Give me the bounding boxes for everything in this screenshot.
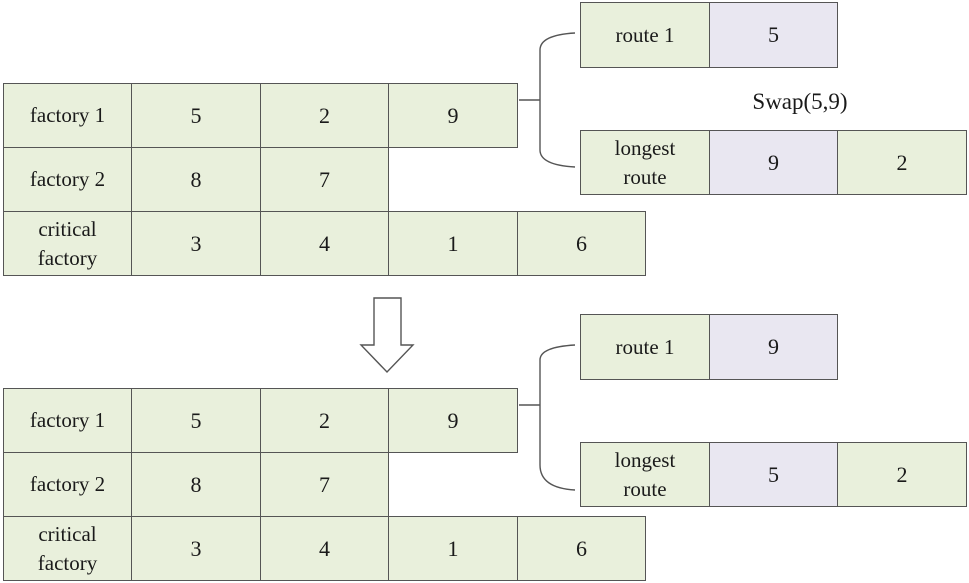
before-critical-factory-job-2: 4 bbox=[260, 211, 389, 276]
before-factory-1-job-3: 9 bbox=[388, 83, 518, 148]
after-critical-factory-job-3: 1 bbox=[388, 516, 518, 581]
before-factory-2-label: factory 2 bbox=[3, 147, 132, 212]
before-critical-factory-job-1: 3 bbox=[131, 211, 261, 276]
before-factory-1-job-2: 2 bbox=[260, 83, 389, 148]
swap-operation-label: Swap(5,9) bbox=[752, 89, 848, 114]
after-route-1-job-1: 9 bbox=[709, 314, 838, 380]
after-longest-route-label: longest route bbox=[580, 442, 710, 507]
after-route-1-label: route 1 bbox=[580, 314, 710, 380]
after-critical-factory-job-4: 6 bbox=[517, 516, 646, 581]
before-longest-route-job-2: 2 bbox=[837, 130, 967, 195]
before-longest-route-label: longest route bbox=[580, 130, 710, 195]
before-route-1-job-1: 5 bbox=[709, 2, 838, 68]
before-route-1-label: route 1 bbox=[580, 2, 710, 68]
after-critical-factory-job-1: 3 bbox=[131, 516, 261, 581]
after-critical-factory-job-2: 4 bbox=[260, 516, 389, 581]
after-factory-2-job-1: 8 bbox=[131, 452, 261, 517]
before-critical-factory-label: critical factory bbox=[3, 211, 132, 276]
before-curly-brace-icon bbox=[519, 32, 576, 168]
after-critical-factory-label: critical factory bbox=[3, 516, 132, 581]
after-longest-route-job-1: 5 bbox=[709, 442, 838, 507]
before-factory-1-label: factory 1 bbox=[3, 83, 132, 148]
after-factory-2-label: factory 2 bbox=[3, 452, 132, 517]
before-factory-2-job-1: 8 bbox=[131, 147, 261, 212]
down-arrow-icon bbox=[359, 297, 415, 374]
after-factory-1-job-1: 5 bbox=[131, 388, 261, 453]
before-longest-route-job-1: 9 bbox=[709, 130, 838, 195]
after-factory-1-label: factory 1 bbox=[3, 388, 132, 453]
after-factory-1-job-3: 9 bbox=[388, 388, 518, 453]
before-critical-factory-job-4: 6 bbox=[517, 211, 646, 276]
before-critical-factory-job-3: 1 bbox=[388, 211, 518, 276]
after-curly-brace-icon bbox=[519, 344, 576, 491]
after-factory-1-job-2: 2 bbox=[260, 388, 389, 453]
after-longest-route-job-2: 2 bbox=[837, 442, 967, 507]
